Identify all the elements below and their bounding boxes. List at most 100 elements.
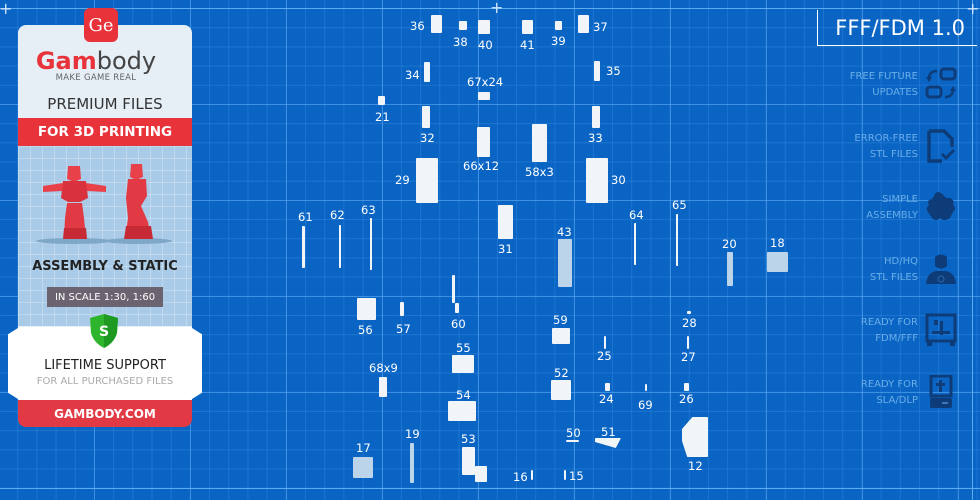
- crosshair-mark: +: [0, 0, 13, 18]
- part-63-shape: [367, 218, 372, 270]
- part-60-shape-b: [455, 303, 459, 313]
- part-34-shape: [424, 62, 430, 82]
- gambody-site-link[interactable]: GAMBODY.COM: [18, 400, 192, 427]
- part-56-shape: [357, 298, 376, 320]
- part-38-label: 38: [453, 35, 468, 49]
- part-17-label: 17: [356, 441, 371, 455]
- part-58x3-label: 58x3: [525, 165, 554, 179]
- part-53-label: 53: [461, 432, 476, 446]
- version-label: FFF/FDM 1.0: [817, 10, 977, 46]
- shield-icon: S: [90, 314, 118, 348]
- part-30-shape: [586, 158, 608, 203]
- part-60-label: 60: [451, 317, 466, 331]
- part-50-label: 50: [566, 426, 581, 440]
- part-17-shape: [353, 457, 373, 478]
- part-20-shape: [727, 252, 733, 286]
- crosshair-mark: +: [490, 0, 504, 17]
- brand-name: Gambody: [35, 47, 157, 75]
- part-34-label: 34: [405, 68, 420, 82]
- part-56-label: 56: [358, 323, 373, 337]
- part-54-label: 54: [456, 388, 471, 402]
- part-19-shape: [410, 443, 414, 483]
- crosshair-mark: +: [966, 0, 980, 18]
- part-29-label: 29: [395, 173, 410, 187]
- part-60-shape: [452, 275, 455, 303]
- part-16-label: 16: [513, 470, 528, 484]
- part-69-label: 69: [638, 398, 653, 412]
- part-38-shape: [459, 21, 467, 30]
- part-62-shape: [336, 225, 341, 268]
- part-52-shape: [551, 380, 571, 400]
- part-58x3-shape: [532, 124, 547, 162]
- part-37-shape: [578, 15, 589, 33]
- part-24-shape: [605, 383, 610, 391]
- part-69-shape: [645, 384, 647, 391]
- part-18-shape: [767, 252, 788, 272]
- part-27-shape: [687, 336, 689, 349]
- part-12-shape: [682, 417, 708, 457]
- scale-badge: IN SCALE 1:30, 1:60: [47, 287, 163, 307]
- part-26-shape: [684, 383, 689, 391]
- part-55-shape: [452, 355, 474, 373]
- part-39-label: 39: [551, 34, 566, 48]
- frame-bottom-line: [0, 488, 980, 489]
- part-65-label: 65: [672, 198, 687, 212]
- premium-files-heading: PREMIUM FILES: [47, 95, 163, 113]
- part-39-shape: [555, 21, 562, 30]
- part-36-label: 36: [410, 19, 425, 33]
- part-43-shape: [558, 239, 572, 287]
- part-50-shape: [566, 440, 579, 442]
- part-35-shape: [594, 61, 600, 81]
- part-61-label: 61: [298, 210, 313, 224]
- part-24-label: 24: [599, 392, 614, 406]
- brand-tagline: MAKE GAME REAL: [55, 73, 137, 83]
- part-64-label: 64: [629, 208, 644, 222]
- part-35-label: 35: [606, 64, 621, 78]
- part-51-label: 51: [601, 425, 616, 439]
- part-26-label: 26: [679, 392, 694, 406]
- part-31-label: 31: [498, 242, 513, 256]
- part-65-shape: [676, 214, 681, 266]
- part-63-label: 63: [361, 203, 376, 217]
- part-18-label: 18: [770, 236, 785, 250]
- file-check-icon: [927, 129, 956, 163]
- assembly-static-label: ASSEMBLY & STATIC: [32, 259, 178, 274]
- part-31-shape: [498, 205, 513, 239]
- part-16-shape: [531, 470, 533, 480]
- part-12-label: 12: [688, 459, 703, 473]
- for-3d-printing-banner: FOR 3D PRINTING: [18, 118, 192, 146]
- bust-icon: [926, 254, 956, 284]
- part-21-shape: [378, 96, 385, 105]
- part-27-label: 27: [681, 350, 696, 364]
- fdm-printer-icon: [925, 313, 957, 346]
- part-61-shape: [302, 226, 305, 268]
- part-32-shape: [422, 106, 430, 128]
- part-25-shape: [604, 336, 606, 349]
- part-59-shape: [552, 328, 570, 344]
- sla-printer-icon: [929, 375, 953, 408]
- part-68x9-label: 68x9: [369, 361, 398, 375]
- part-67x24-label: 67x24: [467, 75, 504, 89]
- part-68x9-shape: [379, 377, 387, 397]
- part-41-shape: [522, 20, 533, 34]
- part-64-shape: [634, 223, 639, 265]
- frame-right-line: [972, 0, 973, 500]
- part-19-label: 19: [405, 427, 420, 441]
- part-30-label: 30: [611, 173, 626, 187]
- part-66x12-label: 66x12: [463, 159, 500, 173]
- gambody-logo-icon: Ge: [84, 8, 118, 42]
- part-29-shape: [416, 158, 438, 203]
- part-59-label: 59: [553, 313, 568, 327]
- part-52-label: 52: [554, 366, 569, 380]
- part-62-label: 62: [330, 208, 345, 222]
- part-37-label: 37: [593, 20, 608, 34]
- svg-text:S: S: [99, 324, 109, 340]
- part-57-label: 57: [396, 322, 411, 336]
- part-25-label: 25: [597, 349, 612, 363]
- figure-models-icon: [36, 164, 172, 244]
